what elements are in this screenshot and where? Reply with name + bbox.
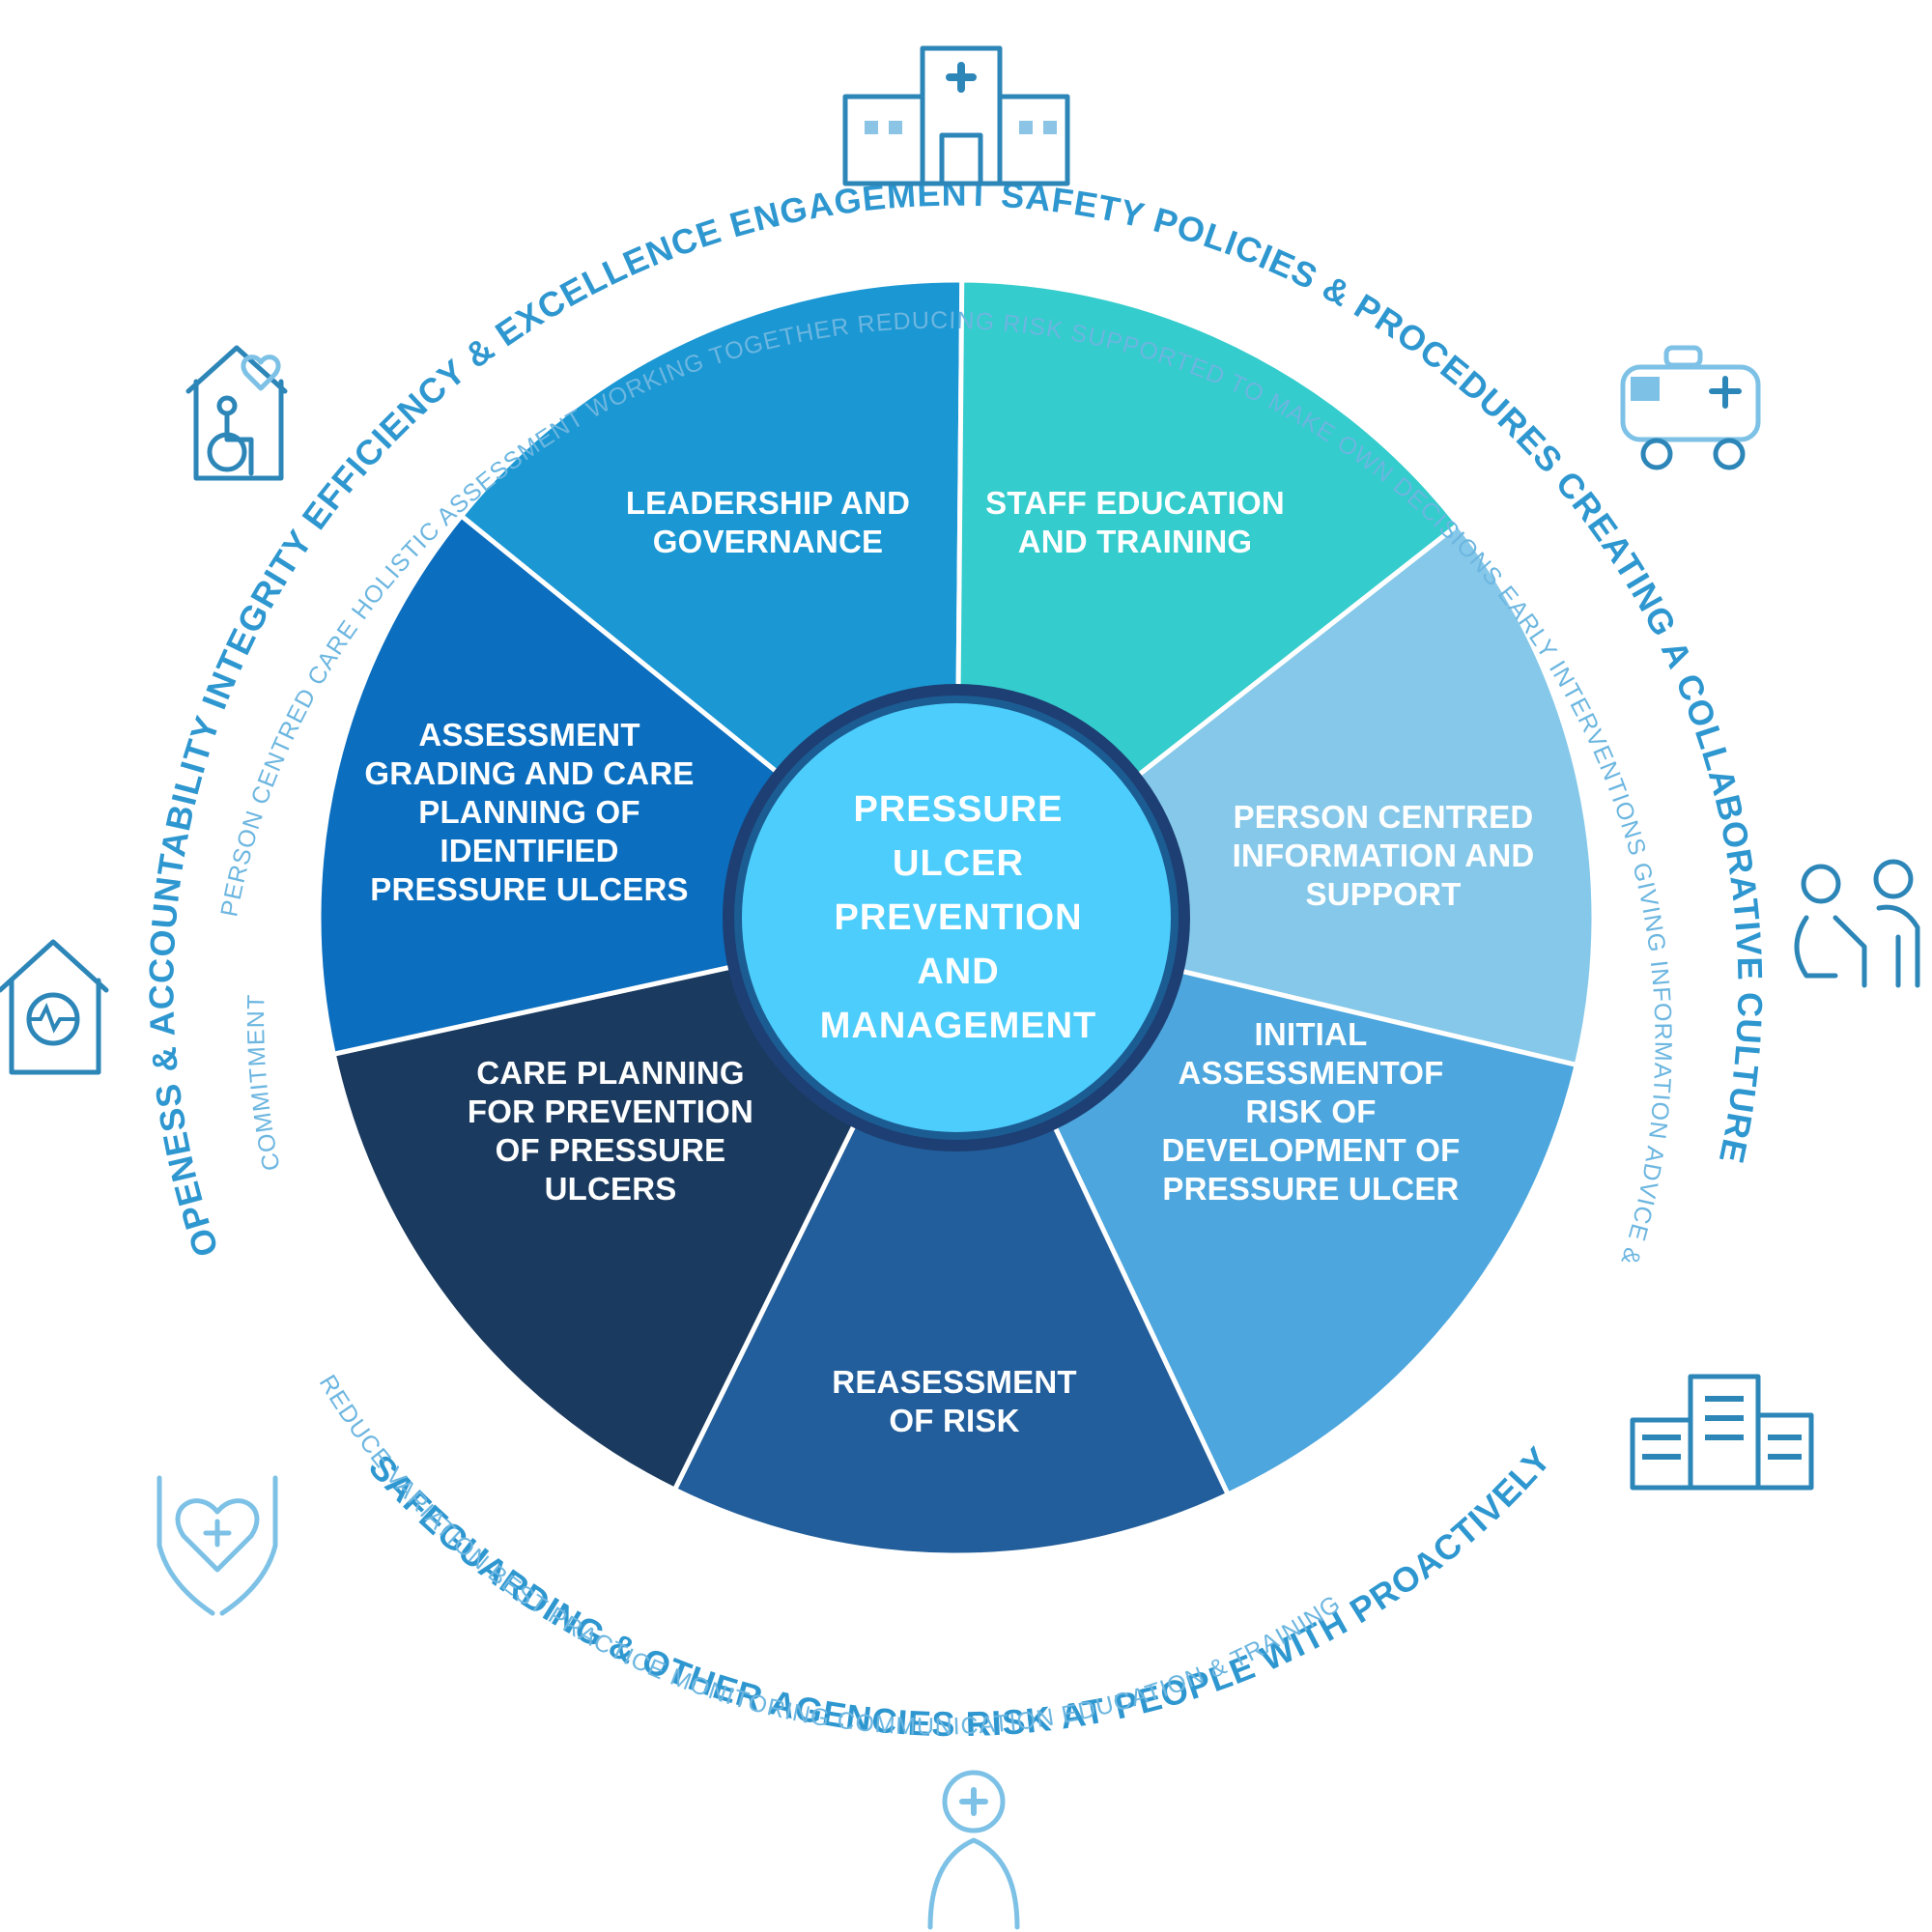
segment-label-line: PERSON CENTRED [1234, 799, 1534, 835]
inner-values-left: COMMITMENT [242, 993, 286, 1173]
segment-label-line: REASESSMENT [832, 1364, 1076, 1400]
segment-label-line: ASSESSMENT [418, 717, 639, 753]
home-health-icon [0, 939, 109, 1075]
center-hub: PRESSURE ULCER PREVENTION AND MANAGEMENT [723, 684, 1190, 1151]
center-circle [742, 703, 1171, 1132]
segment-label-line: PRESSURE ULCER [1162, 1171, 1459, 1207]
segment-label-line: LEADERSHIP AND [626, 485, 910, 521]
segment-label-line: AND TRAINING [1018, 524, 1253, 559]
doctor-icon [927, 1770, 1020, 1930]
segment-label-line: INITIAL [1255, 1016, 1368, 1052]
segment-label-line: OF RISK [889, 1403, 1019, 1438]
caring-hands-icon [156, 1475, 278, 1616]
wheel-segment [671, 912, 1232, 1558]
segment-label-line: ASSESSMENTOF [1178, 1055, 1443, 1091]
ambulance-icon [1620, 345, 1761, 470]
segment-label-line: PLANNING OF [418, 794, 640, 830]
hospital-icon [842, 45, 1070, 186]
segment-label-line: DEVELOPMENT OF [1162, 1132, 1461, 1168]
caregiver-icon [1794, 859, 1920, 988]
center-line-3: PREVENTION [834, 897, 1082, 938]
center-line-1: PRESSURE [853, 789, 1063, 830]
segment-label-line: RISK OF [1245, 1094, 1376, 1129]
care-home-icon [185, 345, 288, 481]
center-line-2: ULCER [893, 843, 1024, 884]
segment-label-line: PRESSURE ULCERS [370, 871, 688, 907]
segment-label-line: GOVERNANCE [653, 524, 884, 559]
segment-label-line: STAFF EDUCATION [985, 485, 1285, 521]
segment-label-line: GRADING AND CARE [364, 755, 694, 791]
segment-label-line: ULCERS [545, 1171, 677, 1207]
inner-values-left-path: COMMITMENT [242, 993, 285, 1173]
segment-label-line: INFORMATION AND [1233, 838, 1535, 873]
segment-label-line: OF PRESSURE [496, 1132, 726, 1168]
hospital-building-icon [1630, 1374, 1814, 1491]
center-line-4: AND [917, 952, 999, 992]
segment-label-line: IDENTIFIED [440, 833, 618, 868]
center-line-5: MANAGEMENT [820, 1006, 1097, 1046]
segment-label-line: FOR PREVENTION [468, 1094, 753, 1129]
segment-label-line: SUPPORT [1306, 876, 1462, 912]
segment-label-line: CARE PLANNING [476, 1055, 745, 1091]
